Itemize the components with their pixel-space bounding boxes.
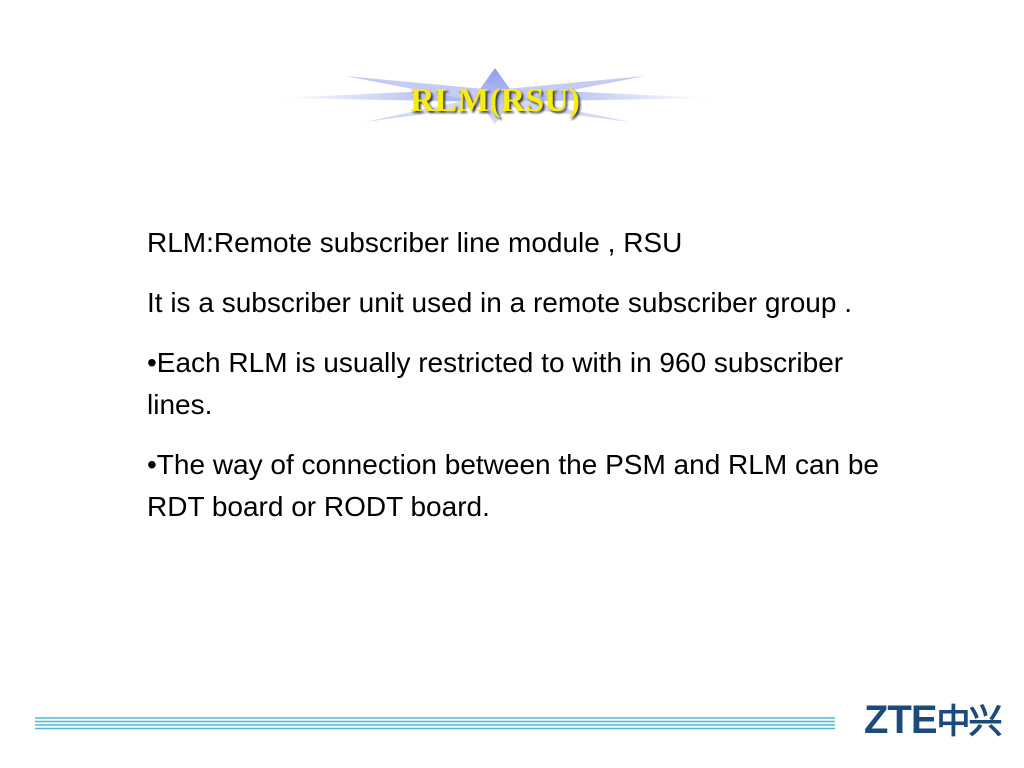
bullet-item-connection: •The way of connection between the PSM a… (147, 449, 880, 522)
slide-title: RLM(RSU) (410, 82, 580, 119)
footer-divider-lines (35, 717, 835, 730)
logo-chinese-text: 中兴 (936, 703, 1003, 741)
title-area: RLM(RSU) (280, 62, 710, 126)
zte-logo: ZTE中兴 (864, 698, 1003, 742)
title-starburst-graphic (280, 68, 710, 124)
slide-body: RLM:Remote subscriber line module , RSU … (147, 222, 907, 546)
bullet-item-capacity: •Each RLM is usually restricted to with … (147, 347, 844, 420)
definition-line: RLM:Remote subscriber line module , RSU (147, 227, 683, 258)
logo-latin-text: ZTE (864, 698, 938, 742)
description-paragraph: It is a subscriber unit used in a remote… (147, 287, 853, 318)
